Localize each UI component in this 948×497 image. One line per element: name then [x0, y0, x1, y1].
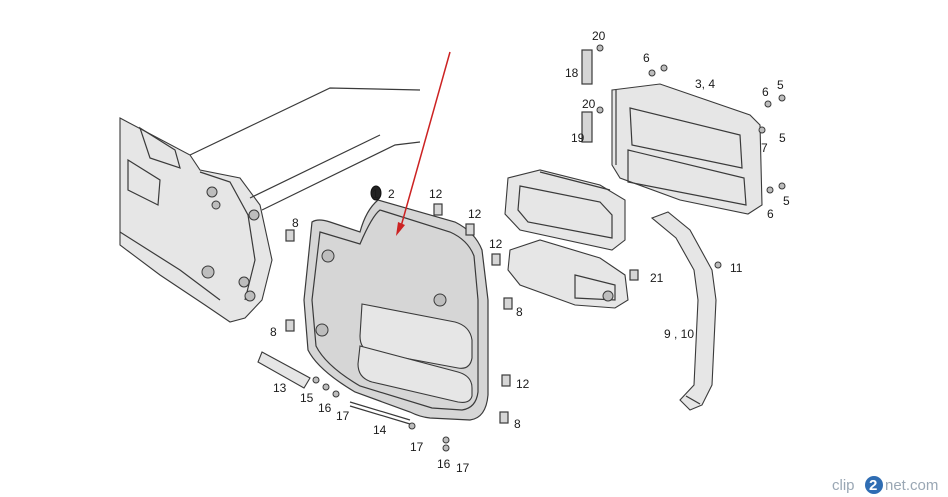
callouts: 1 2 3, 4 5 5 5 6 6 6 7 8 8 8 8 9 , 10 11… [270, 29, 790, 475]
headlamp-lower [507, 239, 639, 309]
callout-20: 20 [592, 29, 606, 43]
callout-17: 17 [410, 440, 424, 454]
watermark-badge: 2 [869, 477, 877, 494]
cab-body [119, 87, 421, 323]
callout-14: 14 [373, 423, 387, 437]
callout-5: 5 [783, 194, 790, 208]
callout-12: 12 [468, 207, 482, 221]
callout-15: 15 [300, 391, 314, 405]
callout-12: 12 [516, 377, 530, 391]
corner-panel [303, 185, 489, 421]
callout-8: 8 [516, 305, 523, 319]
headlamp-upper [504, 169, 626, 251]
callout-13: 13 [273, 381, 287, 395]
callout-5: 5 [779, 131, 786, 145]
callout-16: 16 [318, 401, 332, 415]
pointer-arrow [396, 51, 451, 236]
callout-21: 21 [650, 271, 664, 285]
callout-9-10: 9 , 10 [664, 327, 694, 341]
callout-5: 5 [777, 78, 784, 92]
lamp-bracket [581, 44, 786, 215]
watermark-prefix: clip [832, 477, 855, 494]
callout-8: 8 [270, 325, 277, 339]
callout-11: 11 [730, 261, 743, 275]
callout-20: 20 [582, 97, 596, 111]
callout-19: 19 [571, 131, 585, 145]
clips [285, 203, 513, 424]
callout-2: 2 [388, 187, 395, 201]
callout-7: 7 [761, 141, 768, 155]
callout-16: 16 [437, 457, 451, 471]
callout-17: 17 [336, 409, 350, 423]
callout-12: 12 [489, 237, 503, 251]
bottom-parts [257, 351, 450, 452]
callout-6: 6 [643, 51, 650, 65]
callout-1: 1 [372, 187, 379, 201]
watermark-suffix: net.com [885, 477, 938, 494]
callout-3-4: 3, 4 [695, 77, 715, 91]
callout-6: 6 [762, 85, 769, 99]
callout-12: 12 [429, 187, 443, 201]
callout-17: 17 [456, 461, 470, 475]
callout-8: 8 [514, 417, 521, 431]
side-strip [650, 211, 722, 411]
callout-8: 8 [292, 216, 299, 230]
callout-18: 18 [565, 66, 579, 80]
watermark-logo: clip 2 net.com [832, 476, 938, 494]
callout-6: 6 [767, 207, 774, 221]
